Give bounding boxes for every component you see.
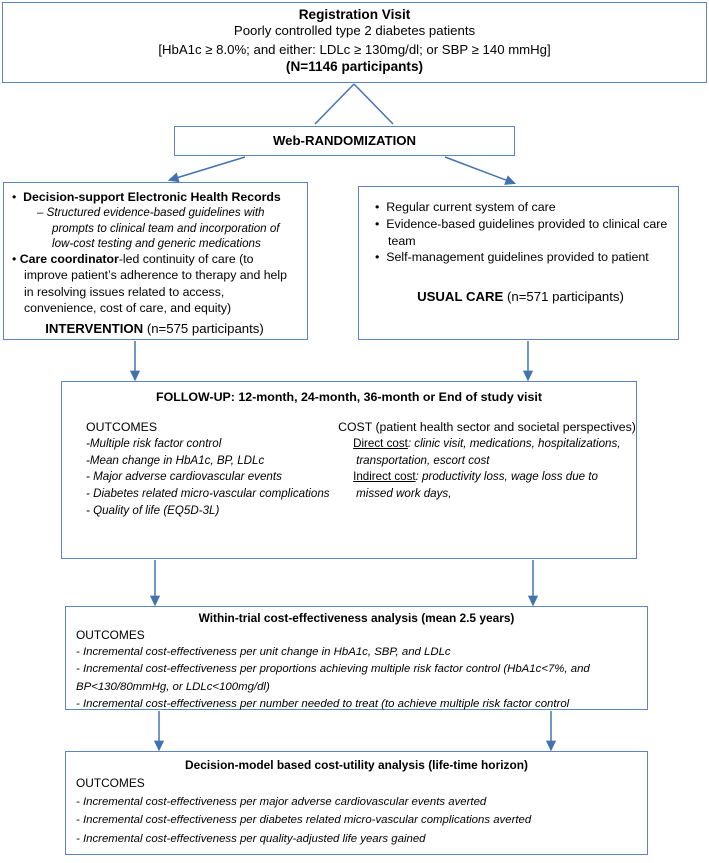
- registration-visit-box: Registration Visit Poorly controlled typ…: [2, 2, 707, 83]
- intervention-arm-label-bold: INTERVENTION: [45, 320, 144, 336]
- registration-participant-count: (N=1146 participants): [285, 59, 424, 74]
- decision-model-cua-box: Decision-model based cost-utility analys…: [65, 751, 648, 855]
- followup-box: FOLLOW-UP: 12-month, 24-month, 36-month …: [61, 381, 637, 559]
- followup-outcomes-heading: OUTCOMES: [86, 420, 158, 434]
- indirect-cost-label: Indirect cost: [353, 470, 416, 484]
- registration-line-3: [HbA1c ≥ 8.0%; and either: LDLc ≥ 130mg/…: [158, 41, 551, 57]
- usual-care-bullet-3: • Self-management guidelines provided to…: [373, 249, 668, 266]
- intervention-sub-bullet-1: – Structured evidence-based guidelines w…: [37, 206, 280, 250]
- connector-randomization-to-intervention: [167, 156, 246, 183]
- bullet-glyph: •: [12, 190, 24, 204]
- usual-care-arm-count: (n=571 participants): [503, 289, 624, 305]
- decision-model-outcome-item: - Incremental cost-effectiveness per dia…: [76, 814, 532, 826]
- intervention-arm-label: INTERVENTION (n=575 participants): [10, 316, 299, 338]
- followup-outcome-item: -Mean change in HbA1c, BP, LDLc: [86, 453, 265, 467]
- usual-care-bullet-1-text: Regular current system of care: [386, 200, 556, 214]
- intervention-bullet-2-rest: -led continuity of care (to improve pati…: [24, 252, 287, 315]
- usual-care-bullet-3-text: Self-management guidelines provided to p…: [386, 250, 649, 265]
- followup-cost-column: COST (patient health sector and societal…: [334, 419, 636, 519]
- followup-outcome-item: - Diabetes related micro-vascular compli…: [86, 486, 330, 500]
- decision-model-outcome-item: - Incremental cost-effectiveness per maj…: [76, 795, 487, 808]
- intervention-bullet-2: • Care coordinator-led continuity of car…: [10, 251, 299, 315]
- within-trial-outcomes-heading: OUTCOMES: [76, 628, 145, 642]
- indirect-cost-text: : productivity loss, wage loss due to mi…: [356, 470, 598, 500]
- usual-care-arm-box: • Regular current system of care • Evide…: [358, 186, 679, 340]
- bullet-glyph: •: [375, 200, 387, 214]
- connector-registration-to-randomization-left: [314, 83, 355, 125]
- intervention-bullet-1-bold: Decision-support: [23, 190, 125, 204]
- decision-model-outcome-item: - Incremental cost-effectiveness per qua…: [76, 832, 426, 845]
- intervention-bullet-2-bold: Care coordinator: [19, 252, 119, 267]
- intervention-bullet-1-rest: Electronic Health Records: [124, 190, 281, 204]
- decision-model-outcomes-heading: OUTCOMES: [76, 776, 145, 790]
- bullet-glyph: •: [375, 216, 387, 231]
- followup-outcome-item: -Multiple risk factor control: [86, 437, 222, 451]
- followup-outcome-item: - Major adverse cardiovascular events: [86, 470, 282, 484]
- within-trial-outcome-item: - Incremental cost-effectiveness per pro…: [76, 663, 590, 693]
- usual-care-bullet-2: • Evidence-based guidelines provided to …: [373, 216, 668, 250]
- bullet-glyph: •: [12, 252, 20, 267]
- usual-care-bullet-1: • Regular current system of care: [373, 199, 668, 216]
- followup-outcomes-column: OUTCOMES -Multiple risk factor control -…: [62, 419, 334, 519]
- randomization-title: Web-RANDOMIZATION: [272, 133, 417, 148]
- registration-title: Registration Visit: [298, 7, 411, 22]
- intervention-arm-count: (n=575 participants): [143, 320, 264, 336]
- registration-line-2: Poorly controlled type 2 diabetes patien…: [233, 23, 476, 38]
- followup-header: FOLLOW-UP: 12-month, 24-month, 36-month …: [156, 390, 542, 404]
- intervention-arm-box: • Decision-support Electronic Health Rec…: [3, 182, 308, 340]
- followup-cost-heading: COST (patient health sector and societal…: [338, 420, 636, 434]
- followup-outcome-item: - Quality of life (EQ5D-3L): [86, 503, 220, 517]
- bullet-glyph: •: [375, 250, 387, 265]
- connector-randomization-to-usual-care: [444, 156, 517, 185]
- within-trial-outcome-item: - Incremental cost-effectiveness per uni…: [76, 646, 451, 658]
- usual-care-arm-label: USUAL CARE (n=571 participants): [373, 266, 668, 304]
- within-trial-header: Within-trial cost-effectiveness analysis…: [198, 611, 515, 625]
- usual-care-bullet-2-text: Evidence-based guidelines provided to cl…: [386, 216, 668, 248]
- within-trial-cea-box: Within-trial cost-effectiveness analysis…: [65, 606, 648, 710]
- direct-cost-text: : clinic visit, medications, hospitaliza…: [356, 437, 621, 467]
- within-trial-outcome-item: - Incremental cost-effectiveness per num…: [76, 698, 570, 711]
- direct-cost-label: Direct cost: [353, 437, 408, 451]
- connector-registration-to-randomization-right: [353, 83, 394, 125]
- web-randomization-box: Web-RANDOMIZATION: [174, 126, 515, 156]
- usual-care-arm-label-bold: USUAL CARE: [417, 289, 504, 305]
- decision-model-header: Decision-model based cost-utility analys…: [185, 758, 528, 772]
- followup-direct-cost: Direct cost: clinic visit, medications, …: [338, 436, 636, 469]
- intervention-bullet-1: • Decision-support Electronic Health Rec…: [10, 189, 299, 205]
- followup-columns: OUTCOMES -Multiple risk factor control -…: [62, 404, 636, 519]
- followup-indirect-cost: Indirect cost: productivity loss, wage l…: [338, 469, 636, 502]
